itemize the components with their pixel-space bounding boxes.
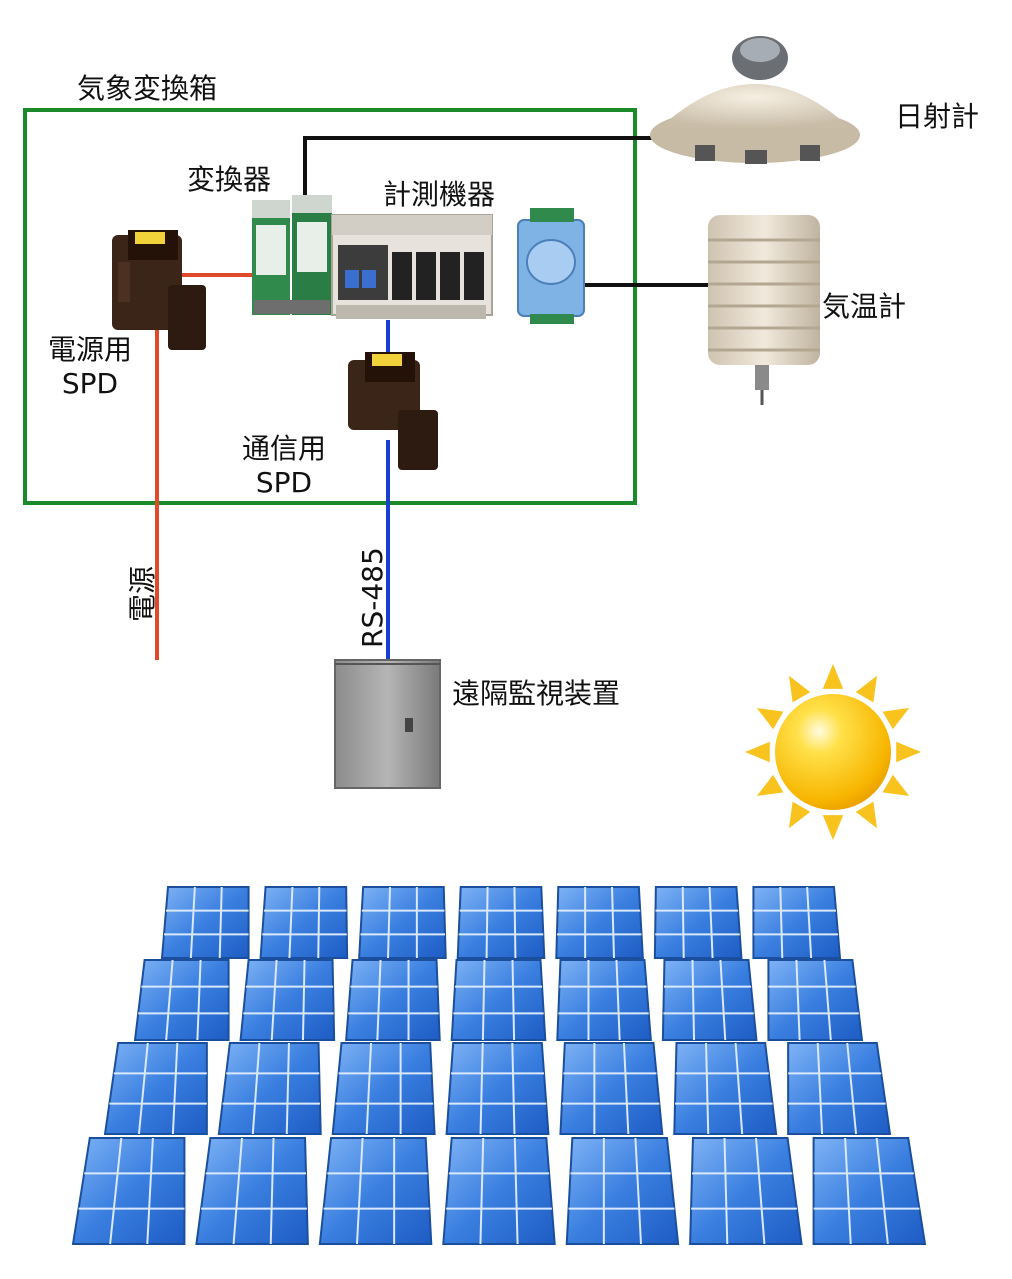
pyranometer-label: 日射計 <box>895 100 980 133</box>
solar-panel <box>559 1042 664 1135</box>
thermometer-device <box>708 215 820 405</box>
comm-spd-label: 通信用 SPD <box>232 432 336 500</box>
power-spd-device <box>112 230 206 350</box>
sun-ray <box>789 675 811 703</box>
measuring-device <box>331 214 493 319</box>
sun-ray <box>822 815 844 840</box>
sun-disc <box>775 694 891 810</box>
solar-panel <box>450 959 547 1041</box>
comm-spd-label-line1: 通信用 <box>241 432 326 465</box>
sun-ray <box>745 741 770 763</box>
sun-ray <box>855 801 877 829</box>
sun-ray <box>896 741 921 763</box>
solar-panel <box>787 1042 892 1135</box>
box-label: 気象変換箱 <box>77 72 218 105</box>
rs485-module <box>517 208 585 324</box>
sun-icon <box>745 664 921 840</box>
remote-monitor-cabinet <box>334 659 441 789</box>
sun-ray <box>756 708 784 730</box>
pyranometer-cable <box>303 136 700 205</box>
sun-ray <box>822 664 844 689</box>
sun-ray <box>789 801 811 829</box>
solar-panel <box>456 886 546 959</box>
converter-label: 変換器 <box>187 163 272 196</box>
signal-line-label: RS-485 <box>356 547 389 648</box>
solar-panel <box>103 1042 208 1135</box>
power-line-label: 電源 <box>126 565 159 622</box>
solar-panel <box>71 1137 186 1245</box>
solar-panel <box>653 886 743 959</box>
pyranometer-device <box>650 36 860 164</box>
solar-panel <box>345 959 441 1041</box>
solar-panel <box>195 1137 309 1245</box>
solar-panel <box>160 886 250 959</box>
thermometer-label: 気温計 <box>822 290 907 323</box>
sun-ray <box>855 675 877 703</box>
comm-spd-device <box>348 352 438 470</box>
solar-panel <box>358 886 447 959</box>
weather-conversion-box <box>23 108 637 505</box>
sun-ray <box>756 774 784 796</box>
meter-label: 計測機器 <box>383 178 496 211</box>
solar-panel <box>556 959 652 1041</box>
solar-panel <box>565 1137 680 1245</box>
solar-panel <box>259 886 349 959</box>
solar-panel <box>239 959 336 1041</box>
solar-panel <box>661 959 758 1041</box>
solar-panel <box>133 959 230 1041</box>
power-spd-label-line1: 電源用 <box>47 333 132 366</box>
solar-panel <box>318 1137 433 1245</box>
comm-spd-label-line2: SPD <box>255 466 313 499</box>
sun-ray <box>882 708 910 730</box>
solar-panel <box>767 959 864 1041</box>
solar-panel <box>217 1042 322 1135</box>
solar-panel <box>331 1042 436 1135</box>
solar-panel <box>673 1042 778 1135</box>
solar-panel <box>442 1137 556 1245</box>
power-spd-label: 電源用 SPD <box>38 333 142 401</box>
solar-panel <box>689 1137 803 1245</box>
solar-panel <box>812 1137 927 1245</box>
monitor-label: 遠隔監視装置 <box>452 677 621 710</box>
power-spd-label-line2: SPD <box>61 367 119 400</box>
solar-panel <box>752 886 842 959</box>
sun-ray <box>882 774 910 796</box>
converter-device <box>252 195 332 315</box>
solar-panel <box>445 1042 550 1135</box>
solar-panel <box>555 886 644 959</box>
solar-array <box>71 886 927 1245</box>
